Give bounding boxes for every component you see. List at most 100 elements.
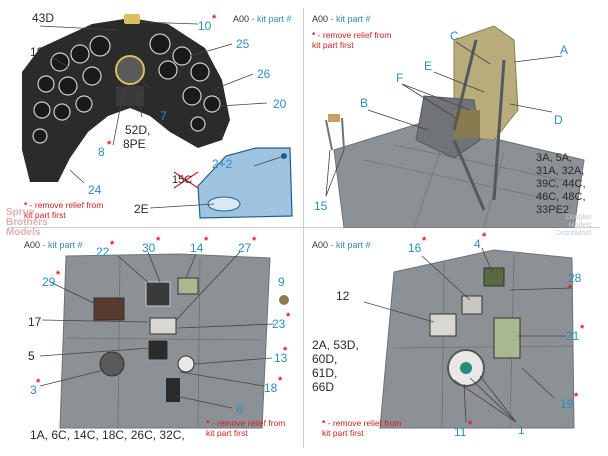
relief-star: * (482, 231, 487, 243)
label-52d: 52D, (125, 123, 151, 137)
label-14: 14 (190, 241, 204, 255)
relief-star: * (574, 391, 579, 403)
gauge (89, 35, 111, 57)
relief-star: * (107, 139, 112, 151)
label-f: F (396, 71, 404, 85)
kit-part-legend: A00 - kit part # (24, 240, 83, 250)
relief-star: * (252, 235, 257, 247)
label-20: 20 (273, 97, 287, 111)
gauge (158, 60, 178, 80)
label-24: 24 (88, 183, 102, 197)
gunsight-ring (115, 55, 145, 85)
relief-star: * (580, 323, 585, 335)
relief-star: * (204, 235, 209, 247)
relief-star: * (212, 13, 217, 25)
gauge (190, 116, 206, 132)
label-18: 18 (264, 381, 278, 395)
relief-star: * (568, 283, 573, 295)
label-28: 28 (568, 271, 582, 285)
relief-star: * (156, 235, 161, 247)
gauge (58, 76, 78, 96)
relief-star: * (110, 239, 115, 251)
relief-star: * (468, 419, 473, 431)
sidewall-shape (379, 249, 575, 429)
gauge (70, 44, 90, 64)
parts-list: 3A, 5A, 31A, 32A, 39C, 44C, 46C, 48C, 33… (536, 152, 586, 216)
panel-right-sidewall: A00 - kit part # 16 * 4 * 28 * 12 21 * 2… (304, 228, 608, 456)
gauge (75, 95, 93, 113)
knob-3 (99, 351, 125, 377)
label-22: 22 (96, 245, 110, 259)
knob-13 (177, 355, 195, 373)
relief-star: * (36, 377, 41, 389)
gauge (172, 46, 192, 66)
center-console (116, 86, 144, 106)
frame-tube (452, 139, 486, 211)
label-43d: 43D (32, 11, 55, 25)
box-23 (149, 317, 177, 335)
label-10: 10 (198, 19, 212, 33)
relief-star: * (422, 235, 427, 247)
label-c: C (450, 29, 459, 43)
label-3: 3 (30, 383, 37, 397)
box-30 (145, 281, 171, 307)
instrument-board-drawing (22, 14, 293, 219)
label-4: 4 (474, 237, 481, 251)
label-a: A (560, 43, 569, 57)
label-11: 11 (454, 425, 467, 439)
box-14 (177, 277, 199, 295)
gauge (37, 75, 55, 93)
frame-tube (452, 39, 478, 131)
parts-list: 2A, 53D, 60D, 61D, 66D (312, 338, 359, 394)
label-5: 5 (28, 349, 35, 363)
gauge (182, 86, 202, 106)
label-e: E (424, 59, 433, 73)
box-6 (166, 378, 180, 402)
top-knob (124, 14, 140, 24)
gauge (53, 103, 71, 121)
label-b: B (360, 96, 369, 110)
label-9: 9 (278, 275, 285, 289)
label-8pe: 8PE (123, 137, 146, 151)
label-15: 15 (314, 199, 328, 213)
label-25: 25 (236, 37, 250, 51)
relief-star: * (286, 311, 291, 323)
gauge (190, 62, 210, 82)
label-2e: 2E (134, 202, 149, 216)
label-18a: 18A (30, 45, 52, 59)
label-26: 26 (257, 67, 271, 81)
label-27: 27 (238, 241, 252, 255)
frame-tube (492, 59, 506, 201)
relief-star: * (278, 375, 283, 387)
box-5 (147, 339, 169, 361)
lever (325, 117, 345, 151)
parts-list: 1A, 6C, 14C, 18C, 26C, 32C, (30, 428, 185, 442)
wheel-hub (460, 362, 472, 374)
label-2plus2: 2+2 (212, 157, 233, 171)
label-21: 21 (566, 329, 580, 343)
label-12: 12 (336, 289, 350, 303)
gauge (82, 66, 102, 86)
placard-12 (429, 313, 457, 337)
gauge (203, 95, 221, 113)
label-8: 8 (98, 145, 105, 159)
label-23: 23 (272, 317, 286, 331)
box-4 (483, 267, 505, 287)
box-16 (461, 295, 483, 315)
seat-drawing (325, 25, 585, 228)
relief-star: * (283, 345, 288, 357)
kit-part-legend: A00 - kit part # (233, 14, 292, 24)
horizontal-divider (8, 227, 600, 228)
label-1: 1 (518, 423, 525, 437)
label-16: 16 (408, 241, 422, 255)
label-13: 13 (274, 351, 288, 365)
right-sidewall-drawing (363, 247, 575, 429)
cockpit-floor (333, 121, 585, 228)
